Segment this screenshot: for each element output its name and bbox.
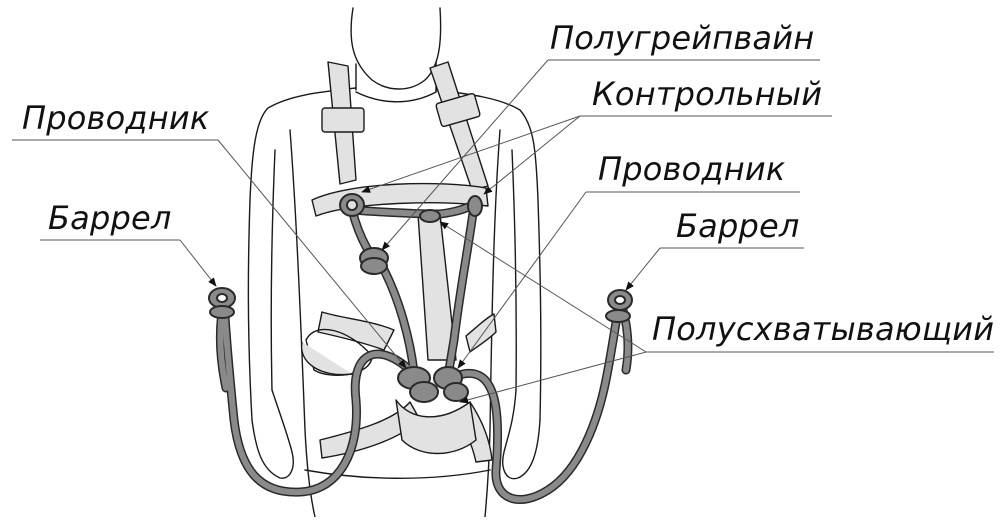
- label-guide-left: Проводник: [22, 102, 209, 134]
- shoulder-buckle-left: [322, 108, 364, 132]
- knot-polugrapevine: [360, 248, 388, 274]
- knot-center-top: [420, 210, 440, 222]
- label-barrel-left: Баррел: [48, 202, 172, 234]
- knot-barrel-left: [209, 288, 235, 318]
- label-half-hitch: Полусхватывающий: [652, 313, 994, 345]
- knot-chest-right: [468, 196, 482, 216]
- label-barrel-right: Баррел: [676, 210, 800, 242]
- knot-guide-main: [398, 367, 468, 402]
- knot-barrel-right: [606, 290, 632, 322]
- label-guide-right: Проводник: [598, 153, 785, 185]
- label-control-knot: Контрольный: [592, 78, 822, 110]
- label-polugrapevine: Полугрейпвайн: [550, 22, 814, 54]
- knot-chest-left: [340, 194, 364, 216]
